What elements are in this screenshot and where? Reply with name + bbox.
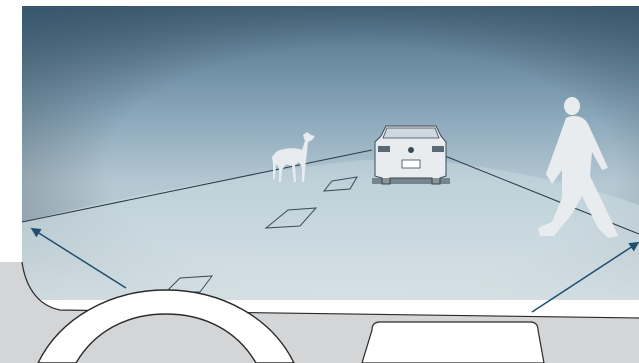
car-ahead [372, 126, 450, 184]
center-display [362, 322, 544, 363]
